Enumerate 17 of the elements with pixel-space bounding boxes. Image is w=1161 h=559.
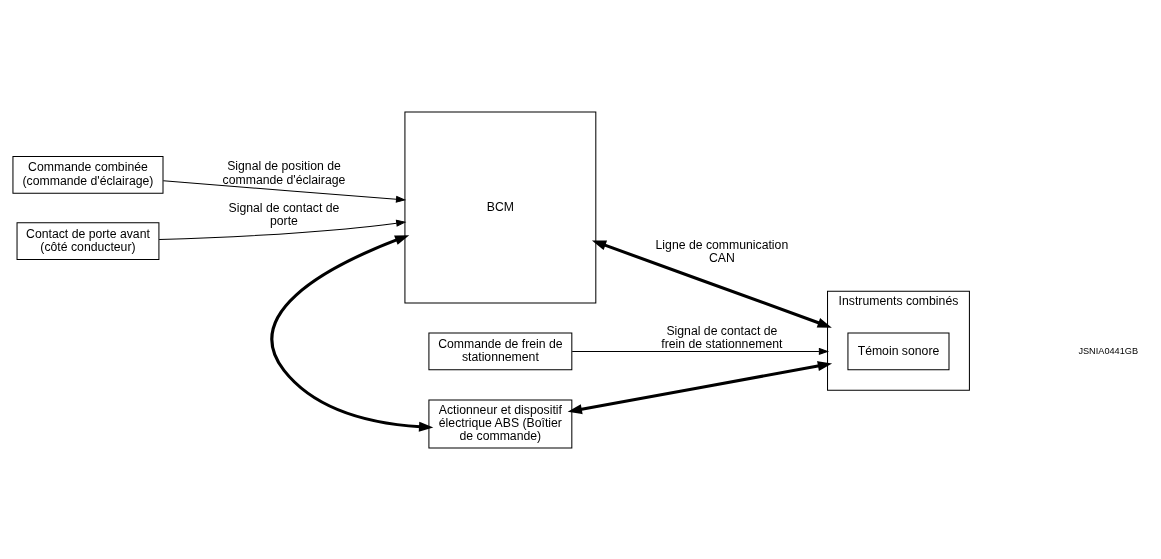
node-box: Commande de frein de stationnement — [428, 332, 573, 370]
arrow — [591, 239, 832, 328]
node-box: Contact de porte avant (côté conducteur) — [16, 221, 160, 260]
arrow — [567, 360, 833, 414]
arrow — [571, 347, 830, 355]
arrow — [162, 179, 407, 203]
node-box: Commande combinée (commande d'éclairage) — [12, 155, 164, 194]
edge-label: Signal de contact de porte — [228, 200, 340, 228]
node-box: BCM — [404, 111, 597, 303]
label: JSNIA0441GB — [1078, 345, 1139, 356]
node-box: Témoin sonore — [847, 332, 950, 370]
arrow — [158, 219, 407, 240]
node-box: Actionneur et dispositif électrique ABS (Boîtier de commande) — [428, 398, 573, 448]
edge-label: Signal de position de commande d'éclairage — [222, 158, 346, 187]
arrow — [270, 234, 434, 432]
edge-label: Ligne de communication CAN — [655, 237, 789, 265]
edge-label: Signal de contact de frein de stationnement — [661, 323, 783, 351]
